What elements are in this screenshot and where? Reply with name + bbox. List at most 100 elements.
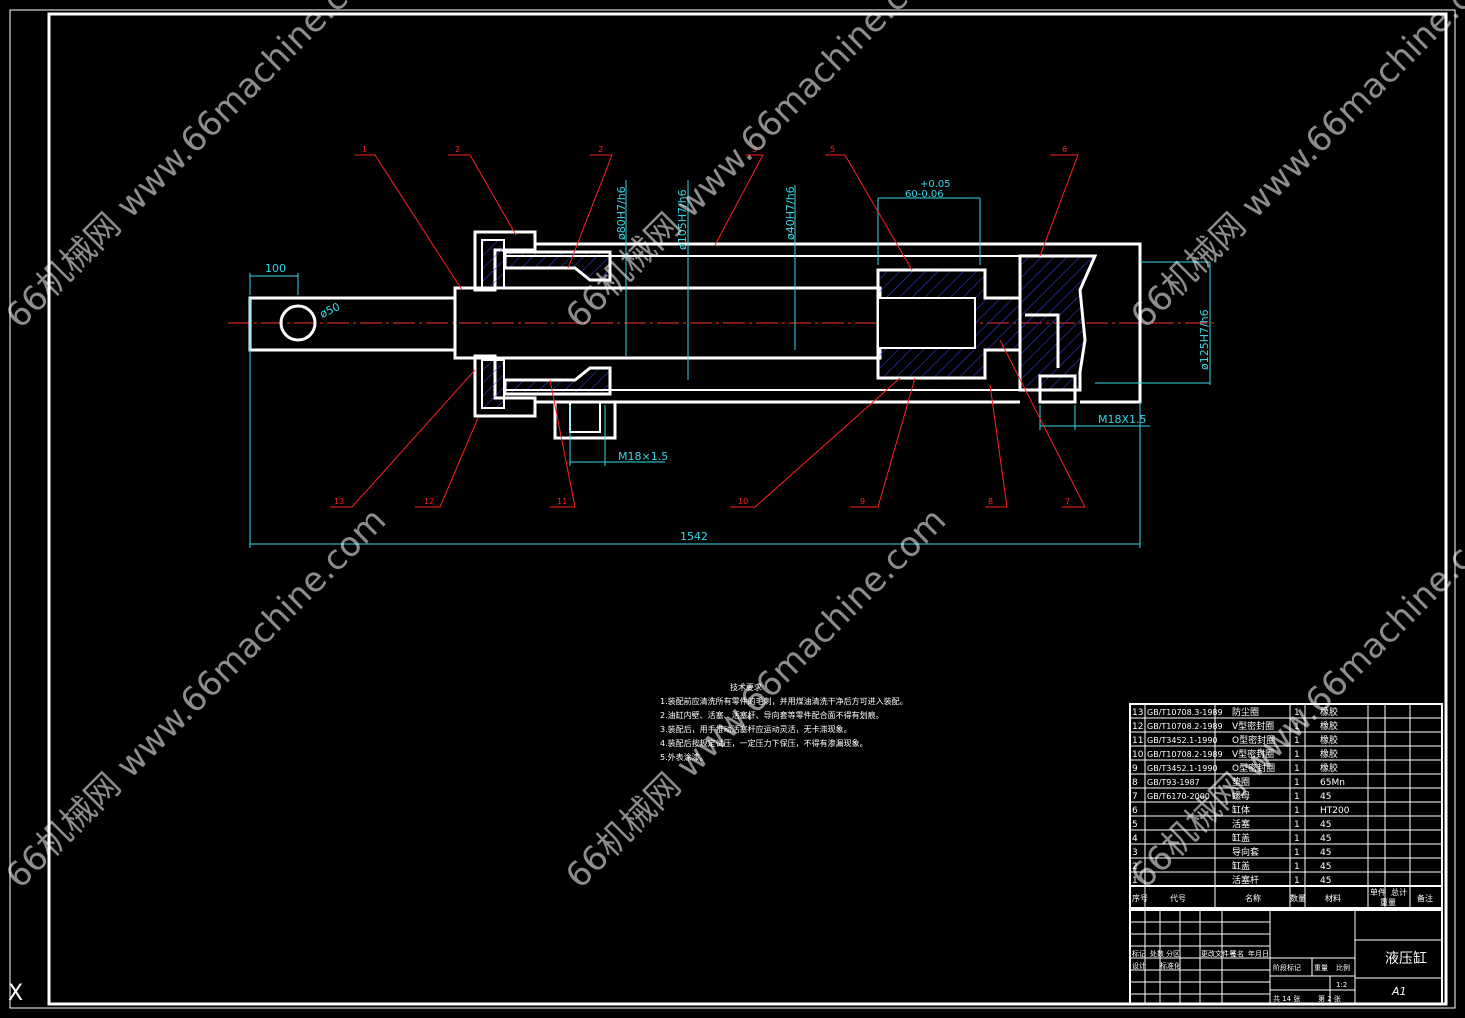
dim-port-left: M18×1.5 <box>618 450 668 463</box>
inner-frame <box>47 12 1448 1006</box>
balloon-12: 12 <box>424 497 434 506</box>
parts-cell-no: 7 <box>1132 792 1138 802</box>
tb-sign: 签名 <box>1230 949 1244 958</box>
left-port-inner <box>569 402 601 433</box>
drawing-name: 液压缸 <box>1385 950 1427 967</box>
right-port <box>1038 374 1077 404</box>
balloon-1: 1 <box>362 145 367 154</box>
dim-piston-rod-fit: ø40H7/h6 <box>784 186 797 240</box>
header-qty: 数量 <box>1290 893 1306 903</box>
parts-cell-no: 12 <box>1132 722 1143 732</box>
parts-cell-name: O型密封圈 <box>1232 762 1275 774</box>
parts-cell-no: 5 <box>1132 820 1138 830</box>
eye-hole <box>279 304 317 342</box>
parts-cell-name: 防尘圈 <box>1232 706 1259 718</box>
parts-cell-no: 6 <box>1132 806 1138 816</box>
parts-cell-name: 导向套 <box>1232 846 1259 858</box>
parts-cell-material: 橡胶 <box>1320 734 1338 746</box>
balloon-6: 6 <box>1062 145 1067 154</box>
header-no: 序号 <box>1132 893 1148 903</box>
parts-cell-name: V型密封圈 <box>1232 748 1274 760</box>
parts-cell-code: GB/T10708.2-1989 <box>1147 750 1223 759</box>
parts-cell-no: 4 <box>1132 834 1138 844</box>
dim-eye-hole: ø50 <box>318 300 342 321</box>
parts-cell-material: 65Mn <box>1320 778 1345 788</box>
tb-stage: 阶段标记 <box>1273 963 1301 972</box>
parts-cell-material: 橡胶 <box>1320 706 1338 718</box>
parts-cell-material: 45 <box>1320 876 1331 886</box>
parts-cell-no: 13 <box>1132 708 1143 718</box>
tb-ratio: 比例 <box>1336 963 1350 972</box>
tech-item-3: 3.装配后，用手推动活塞杆应运动灵活，无卡滞现象。 <box>660 724 852 734</box>
dim-port-right: M18X1.5 <box>1098 413 1147 426</box>
parts-cell-name: 活塞杆 <box>1232 874 1259 886</box>
tb-standardize: 标准化 <box>1160 961 1181 970</box>
parts-cell-qty: 1 <box>1294 708 1300 718</box>
parts-cell-material: 45 <box>1320 834 1331 844</box>
balloon-labels: 1 2 2 3 5 6 13 12 11 10 9 8 7 <box>334 145 1070 506</box>
tb-weight: 重量 <box>1314 964 1328 972</box>
tb-scale: 1:2 <box>1336 981 1347 989</box>
dim-overall: 1542 <box>680 530 708 543</box>
parts-cell-no: 10 <box>1132 750 1144 760</box>
tech-item-4: 4.装配后按规定试压，一定压力下保压，不得有渗漏现象。 <box>660 738 868 748</box>
parts-cell-qty: 1 <box>1294 806 1300 816</box>
parts-cell-material: 橡胶 <box>1320 748 1338 760</box>
parts-cell-name: 螺母 <box>1232 791 1250 802</box>
corner-mark: X <box>8 981 23 1006</box>
parts-cell-code: GB/T6170-2000 <box>1147 792 1210 801</box>
parts-cell-code: GB/T93-1987 <box>1147 778 1200 787</box>
balloon-10: 10 <box>738 497 748 506</box>
balloon-5: 5 <box>830 145 835 154</box>
outer-frame <box>9 9 1456 1009</box>
front-flange-lower <box>481 359 505 409</box>
front-flange <box>481 239 505 289</box>
parts-cell-qty: 1 <box>1294 862 1300 872</box>
parts-cell-qty: 1 <box>1294 848 1300 858</box>
parts-cell-name: 活塞 <box>1232 818 1250 830</box>
tb-date: 年月日 <box>1248 949 1269 958</box>
header-code: 代号 <box>1170 893 1186 903</box>
parts-cell-code: GB/T3452.1-1990 <box>1147 764 1218 773</box>
dim-tol-upper: +0.05 <box>920 179 951 190</box>
front-cap-lower <box>473 354 537 418</box>
parts-cell-code: GB/T10708.2-1989 <box>1147 722 1223 731</box>
parts-cell-qty: 1 <box>1294 834 1300 844</box>
tb-zone: 分区 <box>1166 949 1180 958</box>
watermark-text: 66机械网 www.66machine.com <box>0 500 394 896</box>
balloon-7: 7 <box>1065 497 1070 506</box>
parts-cell-name: O型密封圈 <box>1232 734 1275 746</box>
sheet-size: A1 <box>1391 985 1407 998</box>
parts-cell-material: 橡胶 <box>1320 720 1338 732</box>
parts-cell-qty: 1 <box>1294 778 1300 788</box>
header-weight: 重量 <box>1380 897 1396 907</box>
parts-cell-qty: 1 <box>1294 764 1300 774</box>
balloon-2b: 2 <box>598 145 603 154</box>
balloon-9: 9 <box>860 497 865 506</box>
tb-change: 更改文件号 <box>1201 949 1236 958</box>
parts-cell-qty: 1 <box>1294 736 1300 746</box>
balloon-13: 13 <box>334 497 344 506</box>
left-port <box>553 402 617 440</box>
tech-item-1: 1.装配前应清洗所有零件的毛刺，并用煤油清洗干净后方可进入装配。 <box>660 696 908 706</box>
tech-title: 技术要求 <box>730 682 762 692</box>
technical-requirements: 技术要求 1.装配前应清洗所有零件的毛刺，并用煤油清洗干净后方可进入装配。 2.… <box>660 682 908 762</box>
header-name: 名称 <box>1245 893 1261 903</box>
parts-cell-code: GB/T10708.3-1989 <box>1147 708 1223 717</box>
header-remark: 备注 <box>1417 893 1433 903</box>
right-port-elbow <box>1025 313 1060 368</box>
watermark-text: 66机械网 www.66machine.com <box>0 0 394 336</box>
parts-cell-no: 2 <box>1132 862 1138 872</box>
tb-sheet-no: 第 2 张 <box>1318 994 1341 1003</box>
header-unit-weight: 单件 <box>1370 887 1386 897</box>
dim-guide-fit: ø105H7/h6 <box>676 189 689 250</box>
parts-cell-name: V型密封圈 <box>1232 720 1274 732</box>
parts-cell-no: 11 <box>1132 736 1143 746</box>
parts-cell-qty: 1 <box>1294 750 1300 760</box>
tb-count: 处数 <box>1150 949 1164 958</box>
parts-cell-code: GB/T3452.1-1990 <box>1147 736 1218 745</box>
parts-cell-name: 缸盖 <box>1232 832 1250 844</box>
dim-100: 100 <box>265 262 286 275</box>
